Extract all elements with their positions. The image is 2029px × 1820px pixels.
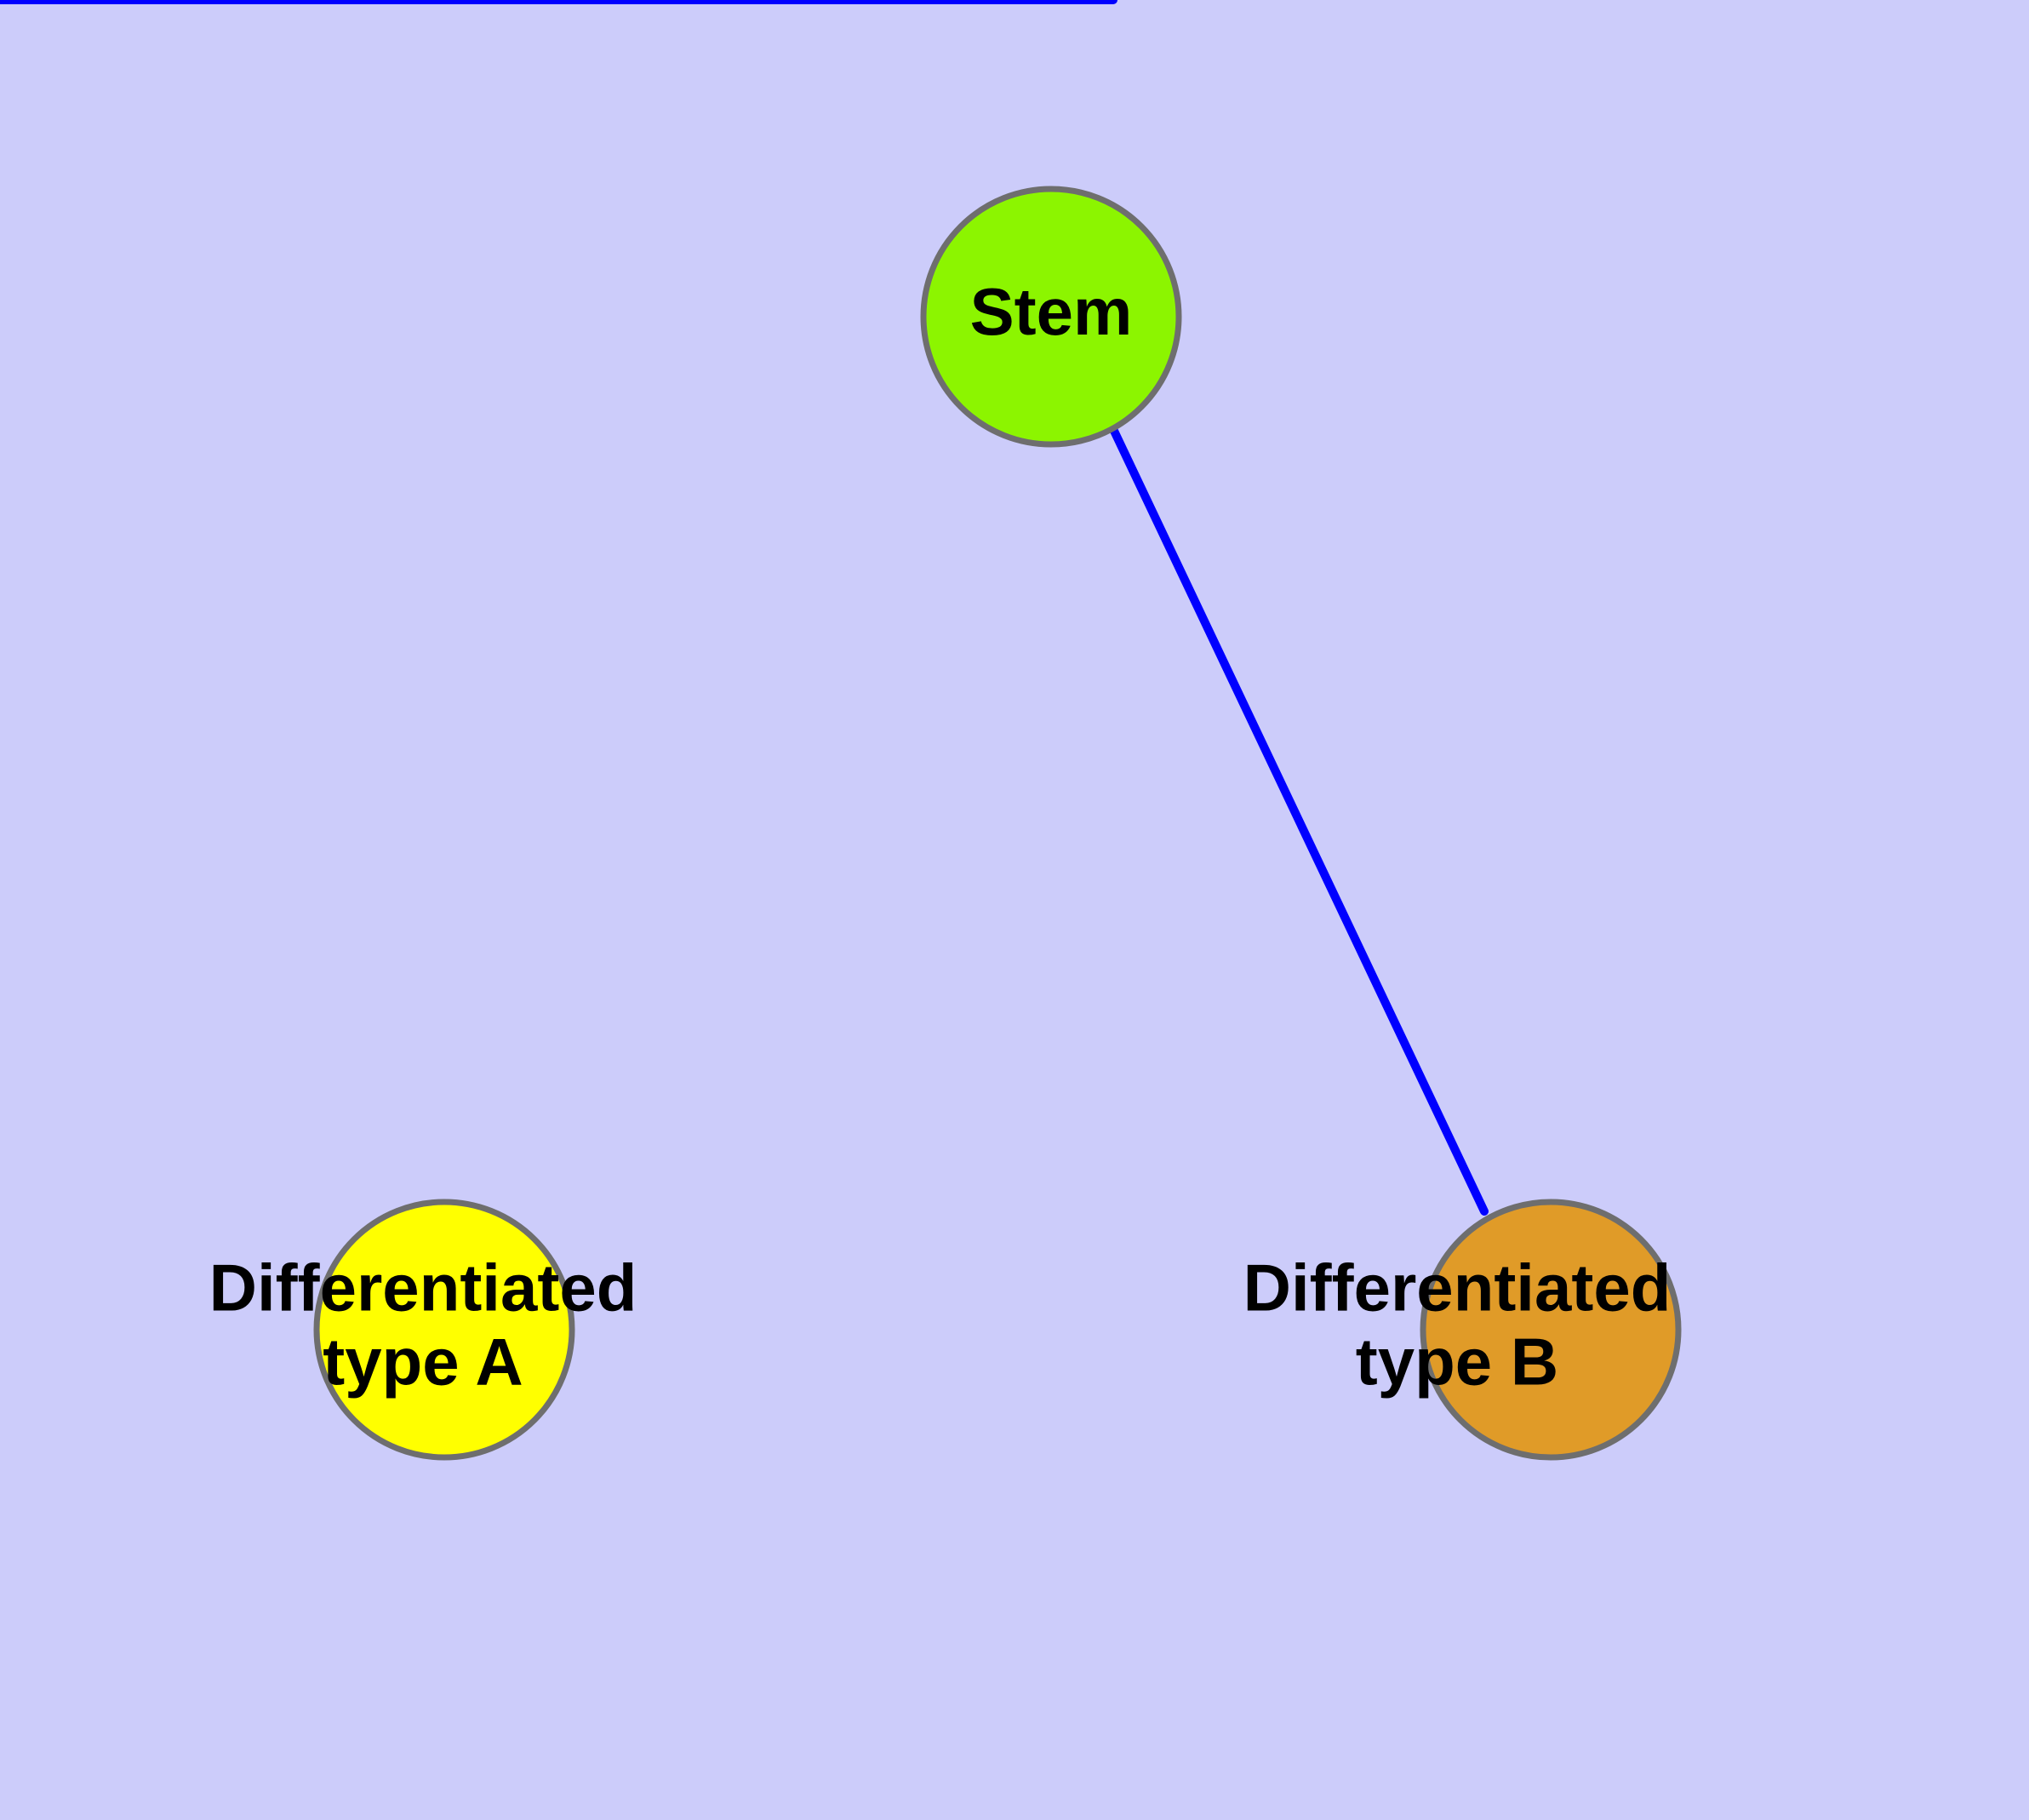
edge-layer [0, 0, 1489, 1216]
node-stem[interactable]: Stem [920, 186, 1182, 448]
label-line: Differentiated [209, 1250, 637, 1325]
label-line: Differentiated [1243, 1250, 1672, 1325]
node-differentiated-type-b-circle[interactable] [1420, 1199, 1682, 1461]
node-stem-label: Stem [970, 274, 1133, 349]
label-line: type A [323, 1324, 523, 1399]
label-line: type B [1356, 1324, 1558, 1399]
node-stem-circle[interactable] [920, 186, 1182, 448]
label-line: Stem [970, 274, 1133, 349]
node-differentiated-type-a-circle[interactable] [313, 1199, 575, 1461]
edge-stem-to-differentiated-type-a[interactable] [1109, 425, 1489, 1216]
